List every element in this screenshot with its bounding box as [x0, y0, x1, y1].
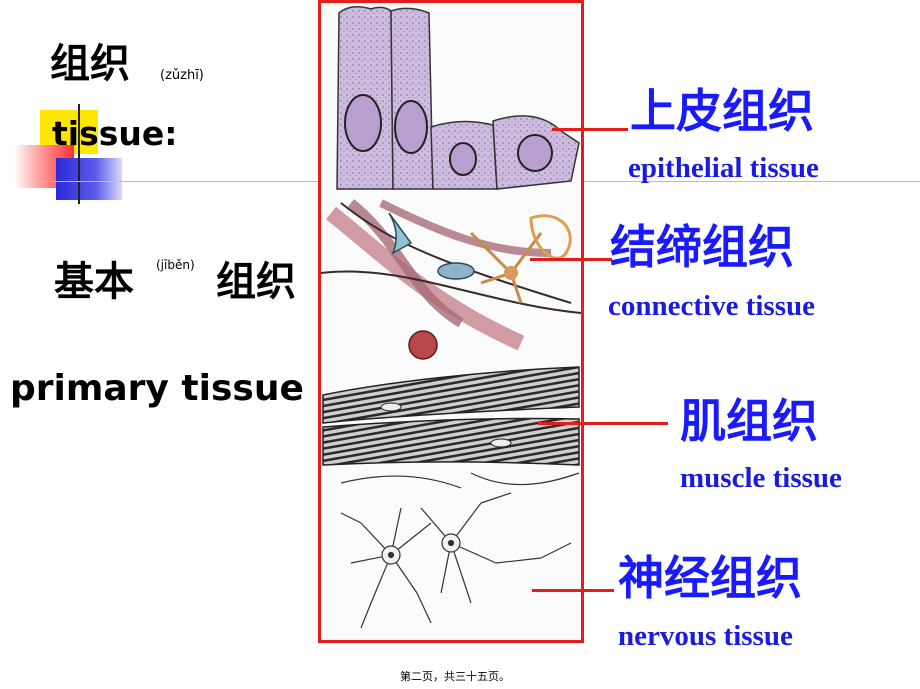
label-connective-zh: 结缔组织: [610, 220, 794, 274]
tissue-pinyin: (zǔzhī): [160, 68, 204, 83]
tissue-illustrations: [321, 6, 581, 629]
tissue-zh-heading: 组织: [50, 41, 130, 87]
label-epithelial-en: epithelial tissue: [628, 152, 819, 184]
label-epithelial-zh: 上皮组织: [630, 84, 814, 138]
label-muscle-zh: 肌组织: [680, 394, 818, 448]
primary-pinyin: (jīběn): [156, 258, 195, 272]
tissue-en-heading: tissue:: [52, 114, 178, 153]
primary-en-heading: primary tissue: [10, 368, 304, 409]
tissue-illustration-panel: [318, 0, 584, 643]
epithelial-cells: [336, 6, 580, 190]
nervous-tissue: [340, 472, 580, 629]
label-nervous-zh: 神经组织: [618, 551, 802, 605]
deco-vertical-line: [78, 104, 80, 204]
label-connective-en: connective tissue: [608, 290, 815, 322]
connective-tissue: [321, 199, 581, 360]
muscle-tissue: [322, 366, 580, 466]
pointer-nervous: [532, 589, 614, 592]
pointer-muscle: [538, 422, 668, 425]
page-footer: 第二页，共三十五页。: [400, 670, 510, 683]
label-muscle-en: muscle tissue: [680, 462, 842, 494]
label-nervous-en: nervous tissue: [618, 620, 793, 652]
pointer-epithelial: [552, 128, 628, 131]
primary-zh-a: 基本: [54, 259, 134, 305]
primary-zh-b: 组织: [216, 259, 296, 305]
pointer-connective: [530, 258, 612, 261]
deco-blue-block: [56, 158, 122, 200]
